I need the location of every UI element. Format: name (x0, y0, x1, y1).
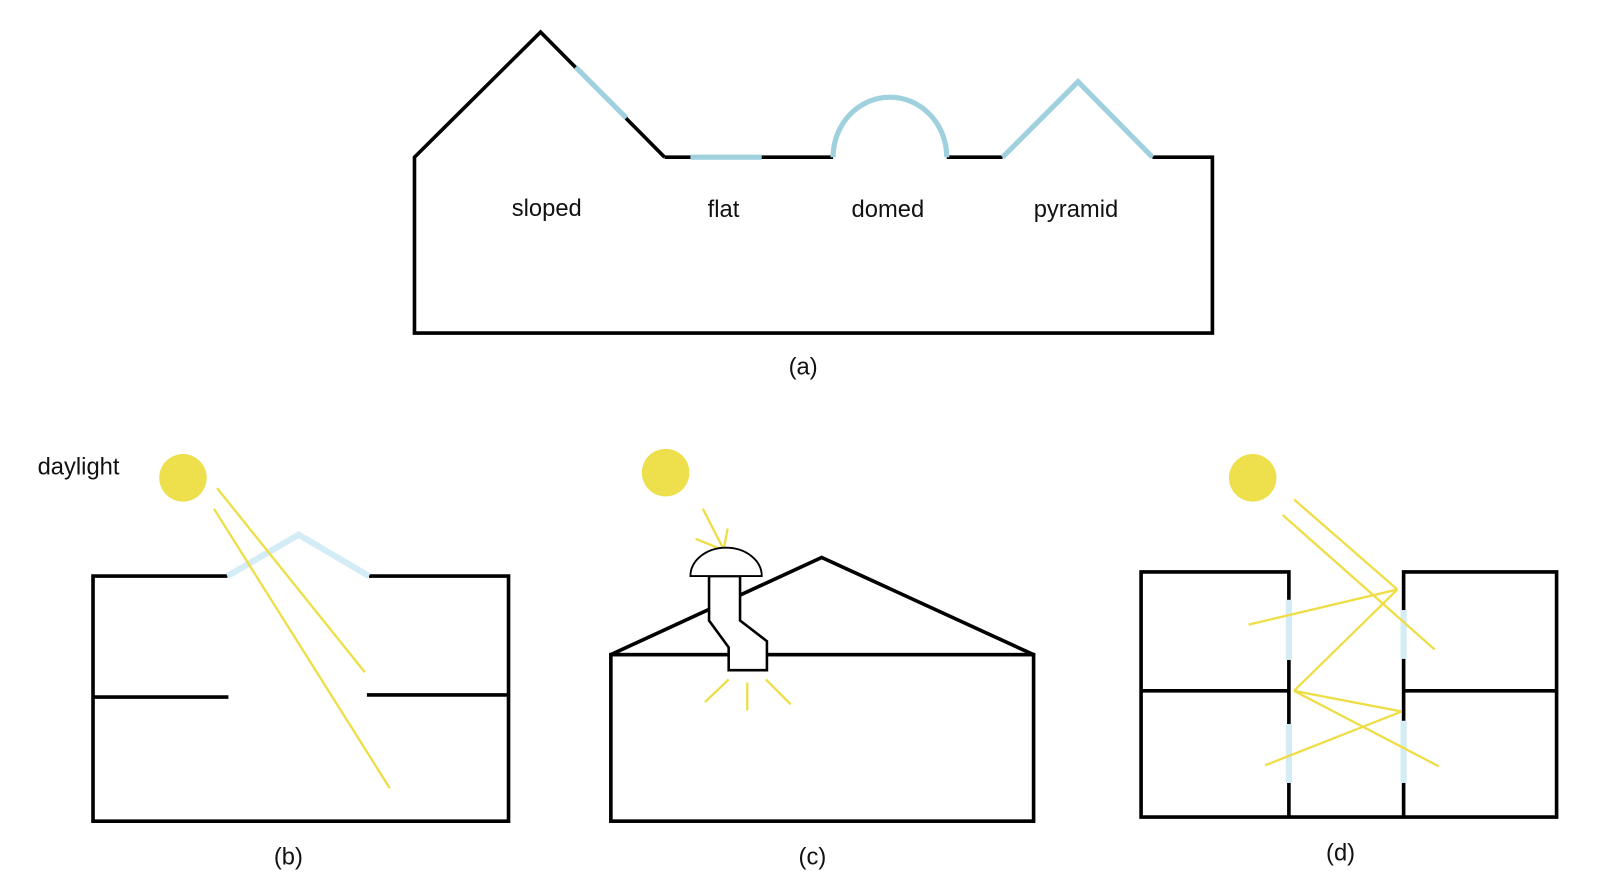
light-ray (216, 487, 366, 673)
light-ray (704, 678, 730, 704)
caption-b: (b) (274, 844, 303, 871)
caption-d: (d) (1326, 839, 1355, 866)
panel-a: sloped flat domed pyramid (a) (412, 29, 1215, 380)
label-flat: flat (708, 196, 740, 223)
light-ray (212, 508, 391, 789)
light-ray (1281, 514, 1436, 651)
sun-icon (159, 454, 207, 502)
building-outline (412, 29, 1215, 335)
sun-icon (641, 448, 690, 497)
light-ray (1264, 710, 1402, 767)
light-ray (765, 678, 792, 706)
pyramid-skylight (1000, 78, 1155, 160)
light-arrow (701, 508, 725, 550)
light-ray (1293, 588, 1399, 692)
sun-icon (1228, 454, 1277, 502)
light-ray (1293, 689, 1440, 768)
pitched-roof (610, 555, 1035, 657)
caption-a: (a) (789, 353, 818, 380)
panel-d: (d) (1139, 454, 1559, 866)
label-sloped: sloped (512, 195, 582, 222)
light-ray (1293, 689, 1402, 713)
label-daylight: daylight (38, 454, 120, 481)
tube-dome (689, 546, 763, 577)
label-pyramid: pyramid (1034, 196, 1119, 223)
label-domed: domed (852, 196, 925, 223)
light-tube (707, 574, 769, 672)
panel-c: (c) (609, 448, 1036, 871)
caption-c: (c) (799, 844, 827, 871)
building-body (609, 652, 1036, 823)
panel-b: daylight (b) (38, 454, 511, 871)
building-outline (91, 574, 511, 823)
roof-skylight (225, 531, 371, 579)
sloped-skylight (573, 65, 629, 120)
light-ray (1248, 588, 1398, 626)
domed-skylight (830, 94, 950, 158)
left-building (1139, 570, 1559, 819)
light-ray (1293, 498, 1399, 591)
